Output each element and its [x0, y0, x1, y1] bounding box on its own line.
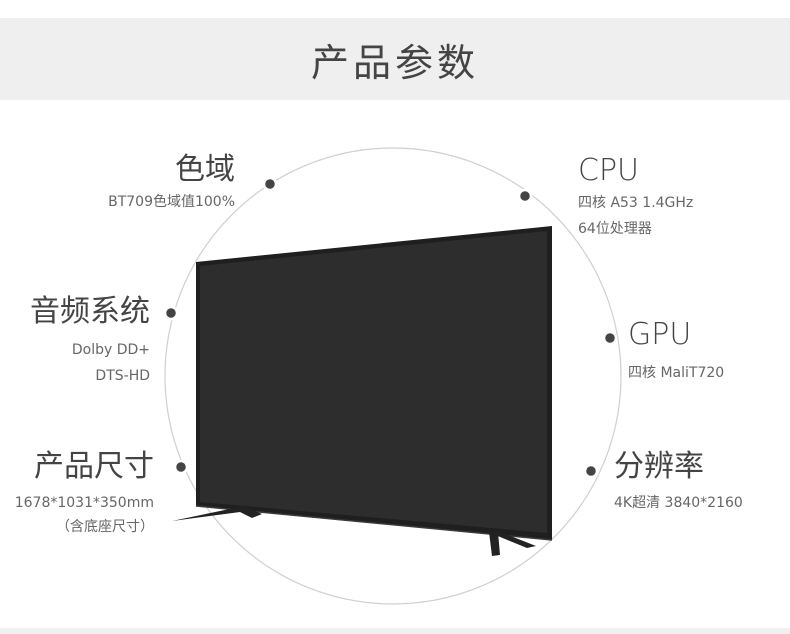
spec-cpu: CPU 四核 A53 1.4GHz 64位处理器: [578, 156, 693, 248]
spec-title: 产品尺寸: [34, 449, 154, 484]
spec-value: 64位处理器: [578, 221, 652, 237]
orbit-circle: [164, 147, 622, 605]
page-header: 产品参数: [0, 18, 790, 100]
spec-gpu: GPU 四核 MaliT720: [628, 317, 725, 381]
spec-value: BT709色域值100%: [108, 194, 235, 210]
tv-illustration: [172, 226, 553, 556]
spec-value: 4K超清 3840*2160: [614, 495, 743, 511]
spec-value: 1678*1031*350mm: [14, 495, 154, 511]
marker-dot-gpu: [602, 330, 618, 346]
spec-resolution: 分辨率 4K超清 3840*2160: [614, 449, 743, 511]
marker-dot-size: [173, 459, 189, 475]
page-title: 产品参数: [310, 40, 479, 85]
spec-value: （含底座尺寸）: [56, 519, 154, 535]
spec-value: 四核 MaliT720: [628, 365, 725, 381]
marker-dot-cpu: [517, 188, 533, 204]
spec-size: 产品尺寸 1678*1031*350mm （含底座尺寸）: [15, 452, 154, 544]
spec-title: 音频系统: [30, 294, 150, 329]
spec-value: 四核 A53 1.4GHz: [578, 195, 694, 211]
tv-screen: [200, 231, 547, 533]
spec-title: 色域: [175, 152, 235, 187]
spec-color-gamut: 色域 BT709色域值100%: [108, 152, 235, 210]
spec-value: Dolby DD+: [71, 342, 150, 358]
spec-title: CPU: [578, 153, 639, 188]
spec-title: GPU: [628, 317, 692, 352]
spec-value: DTS-HD: [95, 368, 150, 384]
marker-dot-color-gamut: [262, 176, 278, 192]
spec-title: 分辨率: [614, 449, 704, 484]
tv-stand-left: [172, 506, 262, 521]
marker-dot-audio: [163, 305, 179, 321]
tv-stand-right: [488, 531, 536, 548]
marker-dot-resolution: [583, 463, 599, 479]
spec-audio: 音频系统 Dolby DD+ DTS-HD: [30, 297, 150, 395]
bottom-divider: [0, 628, 790, 634]
